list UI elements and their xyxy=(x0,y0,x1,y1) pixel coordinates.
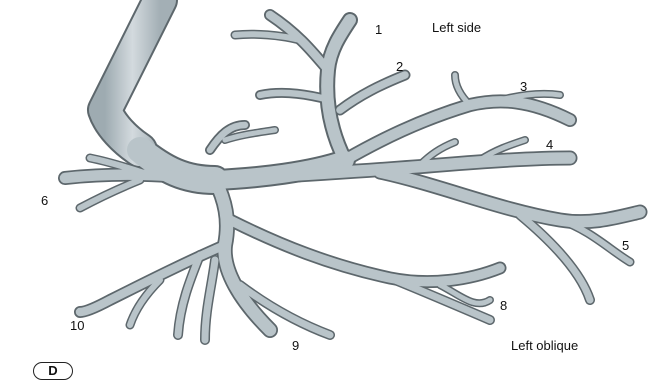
segment-3-branch xyxy=(345,101,570,160)
segment-label-10: 10 xyxy=(70,318,84,333)
airway-fill xyxy=(65,0,640,340)
segment-label-3: 3 xyxy=(520,79,527,94)
segment-label-5: 5 xyxy=(622,238,629,253)
lower-lobe-bronchus xyxy=(215,180,270,330)
caption-left-oblique: Left oblique xyxy=(511,338,578,353)
segment-1-branch xyxy=(327,20,350,160)
caption-left-side: Left side xyxy=(432,20,481,35)
segment-label-1: 1 xyxy=(375,22,382,37)
segment-label-2: 2 xyxy=(396,59,403,74)
segment-label-6: 6 xyxy=(41,193,48,208)
segment-label-4: 4 xyxy=(546,137,553,152)
segment-8-branch xyxy=(230,220,500,282)
segment-2-branch xyxy=(340,75,405,110)
segment-label-9: 9 xyxy=(292,338,299,353)
trachea xyxy=(105,0,160,150)
panel-letter-badge: D xyxy=(33,362,73,380)
segment-label-8: 8 xyxy=(500,298,507,313)
